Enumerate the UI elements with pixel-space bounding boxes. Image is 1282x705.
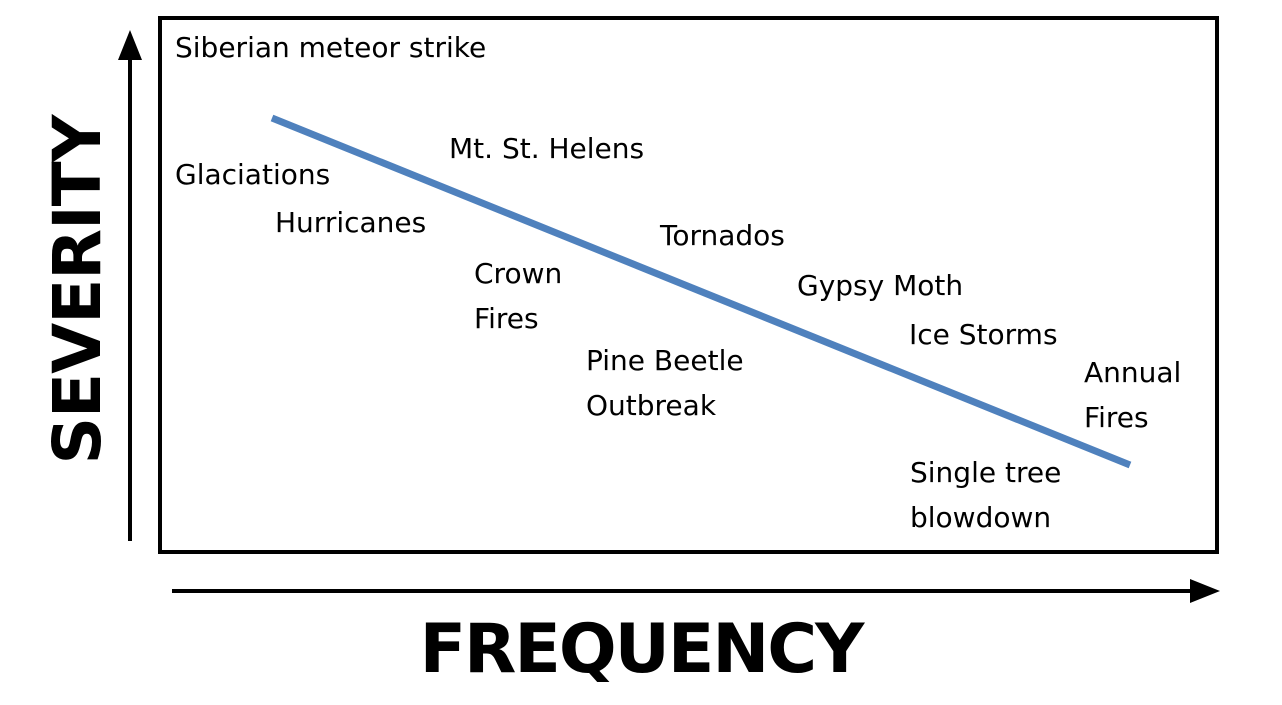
event-gypsy-moth: Gypsy Moth [797,263,963,308]
severity-arrowhead [118,30,142,60]
event-label-line: Outbreak [586,389,717,422]
frequency-arrowhead [1190,579,1220,603]
event-pine-beetle-outbreak: Pine Beetle Outbreak [586,338,744,428]
event-label-line: Siberian meteor strike [175,31,487,64]
diagram-frame [158,16,1219,554]
event-siberian-meteor-strike: Siberian meteor strike [175,25,486,70]
event-mt-st-helens: Mt. St. Helens [449,126,644,171]
event-tornados: Tornados [660,213,785,258]
trend-line [270,114,1132,469]
event-ice-storms: Ice Storms [909,312,1058,357]
event-label-line: Crown [474,257,563,290]
event-single-tree-blowdown: Single tree blowdown [910,450,1061,540]
event-label-line: Single tree [910,456,1062,489]
event-label-line: Hurricanes [275,206,427,239]
event-hurricanes: Hurricanes [275,200,426,245]
event-label-line: Fires [474,302,539,335]
event-label-line: Ice Storms [909,318,1058,351]
event-label-line: blowdown [910,501,1052,534]
frequency-axis-title: FREQUENCY [419,610,865,689]
event-label-line: Mt. St. Helens [449,132,645,165]
severity-axis-title: SEVERITY [39,115,116,465]
event-label-line: Pine Beetle [586,344,744,377]
event-label-line: Annual [1084,356,1182,389]
event-label-line: Tornados [660,219,785,252]
event-crown-fires: Crown Fires [474,251,562,341]
event-label-line: Glaciations [175,158,331,191]
event-label-line: Fires [1084,401,1149,434]
event-glaciations: Glaciations [175,152,330,197]
event-annual-fires: Annual Fires [1084,350,1181,440]
event-label-line: Gypsy Moth [797,269,964,302]
